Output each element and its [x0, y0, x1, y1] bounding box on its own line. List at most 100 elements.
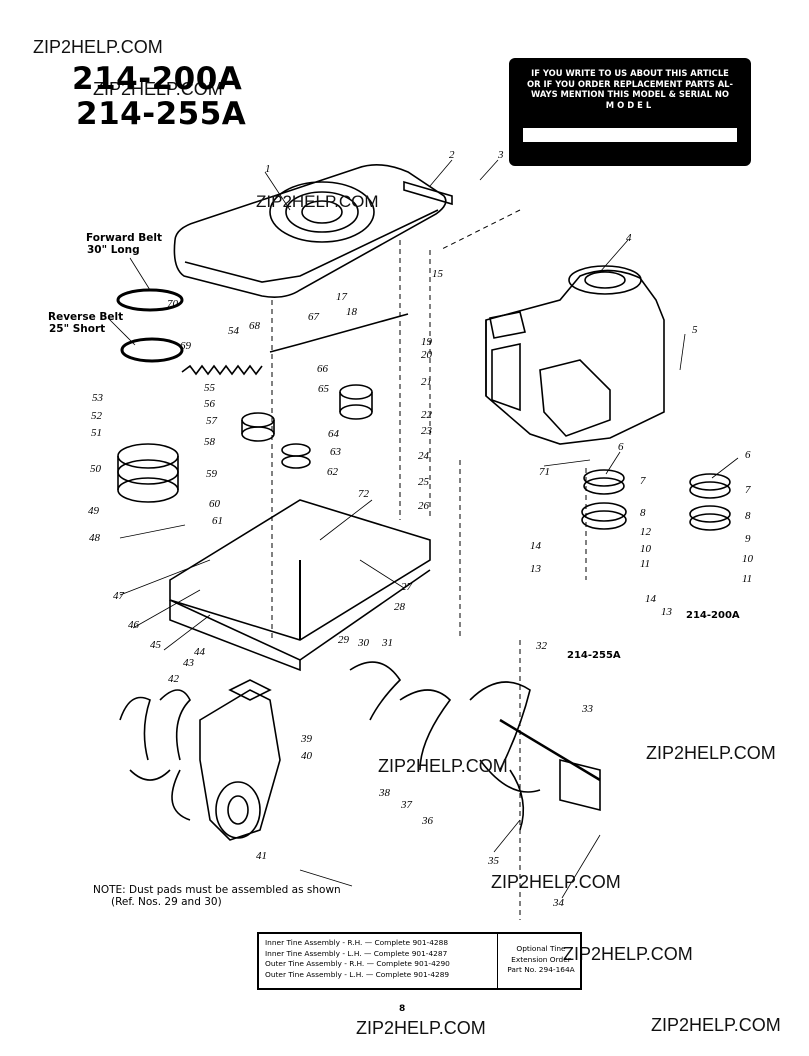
forward-belt-label: Forward Belt 30" Long	[86, 232, 163, 256]
ref-number: 64	[328, 428, 339, 440]
variant-ref-number: 6	[745, 449, 751, 461]
ref-number: 60	[209, 498, 220, 510]
ref-number: 70	[167, 298, 178, 310]
ref-number: 67	[308, 311, 319, 323]
ref-number: 20	[421, 349, 432, 361]
notice-line: OR IF YOU ORDER REPLACEMENT PARTS AL-	[526, 78, 733, 89]
ref-number: 13	[530, 563, 541, 575]
ref-number: 15	[432, 268, 443, 280]
ref-number: 18	[346, 306, 357, 318]
ref-number: 61	[212, 515, 223, 527]
ref-number: 8	[640, 507, 646, 519]
watermark-7: ZIP2HELP.COM	[563, 944, 693, 964]
ref-number: 41	[256, 850, 267, 862]
ref-number: 25	[418, 476, 429, 488]
ref-number: 12	[640, 526, 651, 538]
ref-number: 10	[640, 543, 651, 555]
ref-number: 39	[301, 733, 312, 745]
ref-number: 68	[249, 320, 260, 332]
ref-number: 72	[358, 488, 369, 500]
ref-number: 23	[421, 425, 432, 437]
ref-number: 56	[204, 398, 215, 410]
ref-number: 29	[338, 634, 349, 646]
ref-number: 42	[168, 673, 179, 685]
watermark-8: ZIP2HELP.COM	[356, 1018, 486, 1038]
ref-number: 4	[626, 232, 632, 244]
ref-number: 48	[89, 532, 100, 544]
ref-number: 14	[530, 540, 541, 552]
ref-number: 33	[582, 703, 593, 715]
variant-ref-number: 13	[661, 606, 672, 618]
ref-number: 50	[90, 463, 101, 475]
tine-row: Outer Tine Assembly - R.H. — Complete 90…	[265, 959, 450, 969]
ref-number: 11	[640, 558, 651, 570]
variant-label-214-200a: 214-200A	[686, 610, 740, 621]
ref-number: 69	[180, 340, 191, 352]
page-number: 8	[399, 1004, 406, 1014]
variant-ref-number: 9	[745, 533, 751, 545]
variant-ref-number: 14	[645, 593, 656, 605]
ref-number: 54	[228, 325, 239, 337]
serial-write-in-field	[523, 128, 737, 142]
notice-line: MODEL	[605, 99, 655, 110]
ref-number: 43	[183, 657, 194, 669]
ref-number: 44	[194, 646, 205, 658]
ref-number: 36	[422, 815, 433, 827]
optional-tine-line: Part No. 294-164A	[507, 965, 575, 975]
ref-number: 30	[358, 637, 369, 649]
ref-number: 55	[204, 382, 215, 394]
ref-number: 47	[113, 590, 124, 602]
ref-number: 37	[401, 799, 412, 811]
watermark-1: ZIP2HELP.COM	[33, 37, 163, 57]
ref-number: 63	[330, 446, 341, 458]
model-number-1: 214-200A	[72, 61, 243, 97]
variant-ref-number: 8	[745, 510, 751, 522]
tine-row: Inner Tine Assembly - L.H. — Complete 90…	[265, 948, 448, 958]
ref-number: 3	[498, 149, 504, 161]
ref-number: 27	[401, 581, 412, 593]
ref-number: 26	[418, 500, 429, 512]
tine-assembly-table: Inner Tine Assembly - R.H. — Complete 90…	[257, 932, 582, 990]
ref-number: 7	[640, 475, 646, 487]
reverse-belt-label: Reverse Belt 25" Short	[48, 311, 124, 335]
ref-number: 34	[553, 897, 564, 909]
ref-number: 31	[382, 637, 393, 649]
ref-number: 24	[418, 450, 429, 462]
watermark-5: ZIP2HELP.COM	[378, 756, 508, 776]
ref-number: 71	[539, 466, 550, 478]
ref-number: 5	[692, 324, 698, 336]
variant-ref-number: 7	[745, 484, 751, 496]
ref-number: 66	[317, 363, 328, 375]
optional-tine-line: Extension Order	[511, 954, 571, 964]
ref-number: 46	[128, 619, 139, 631]
watermark-9: ZIP2HELP.COM	[651, 1015, 781, 1035]
watermark-3: ZIP2HELP.COM	[256, 192, 379, 211]
optional-tine-line: Optional Tine	[516, 944, 566, 953]
ref-number: 51	[91, 427, 102, 439]
ref-number: 19	[421, 336, 432, 348]
variant-ref-number: 10	[742, 553, 753, 565]
table-divider	[497, 934, 498, 988]
ref-number: 59	[206, 468, 217, 480]
ref-number: 22	[421, 409, 432, 421]
watermark-2: ZIP2HELP.COM	[93, 79, 223, 99]
ref-number: 62	[327, 466, 338, 478]
ref-number: 32	[536, 640, 547, 652]
watermark-4: ZIP2HELP.COM	[646, 743, 776, 763]
ref-number: 17	[336, 291, 347, 303]
serial-notice-box: IF YOU WRITE TO US ABOUT THIS ARTICLE OR…	[509, 58, 751, 166]
variant-label-214-255a: 214-255A	[567, 650, 621, 661]
ref-number: 1	[265, 163, 271, 175]
tine-row: Outer Tine Assembly - L.H. — Complete 90…	[265, 969, 450, 979]
tine-row: Inner Tine Assembly - R.H. — Complete 90…	[265, 938, 449, 947]
ref-number: 45	[150, 639, 161, 651]
ref-number: 58	[204, 436, 215, 448]
notice-line: IF YOU WRITE TO US ABOUT THIS ARTICLE	[531, 68, 729, 78]
watermark-6: ZIP2HELP.COM	[491, 872, 621, 892]
ref-number: 65	[318, 383, 329, 395]
ref-number: 38	[379, 787, 390, 799]
ref-number: 28	[394, 601, 405, 613]
ref-number: 53	[92, 392, 103, 404]
ref-number: 21	[421, 376, 432, 388]
